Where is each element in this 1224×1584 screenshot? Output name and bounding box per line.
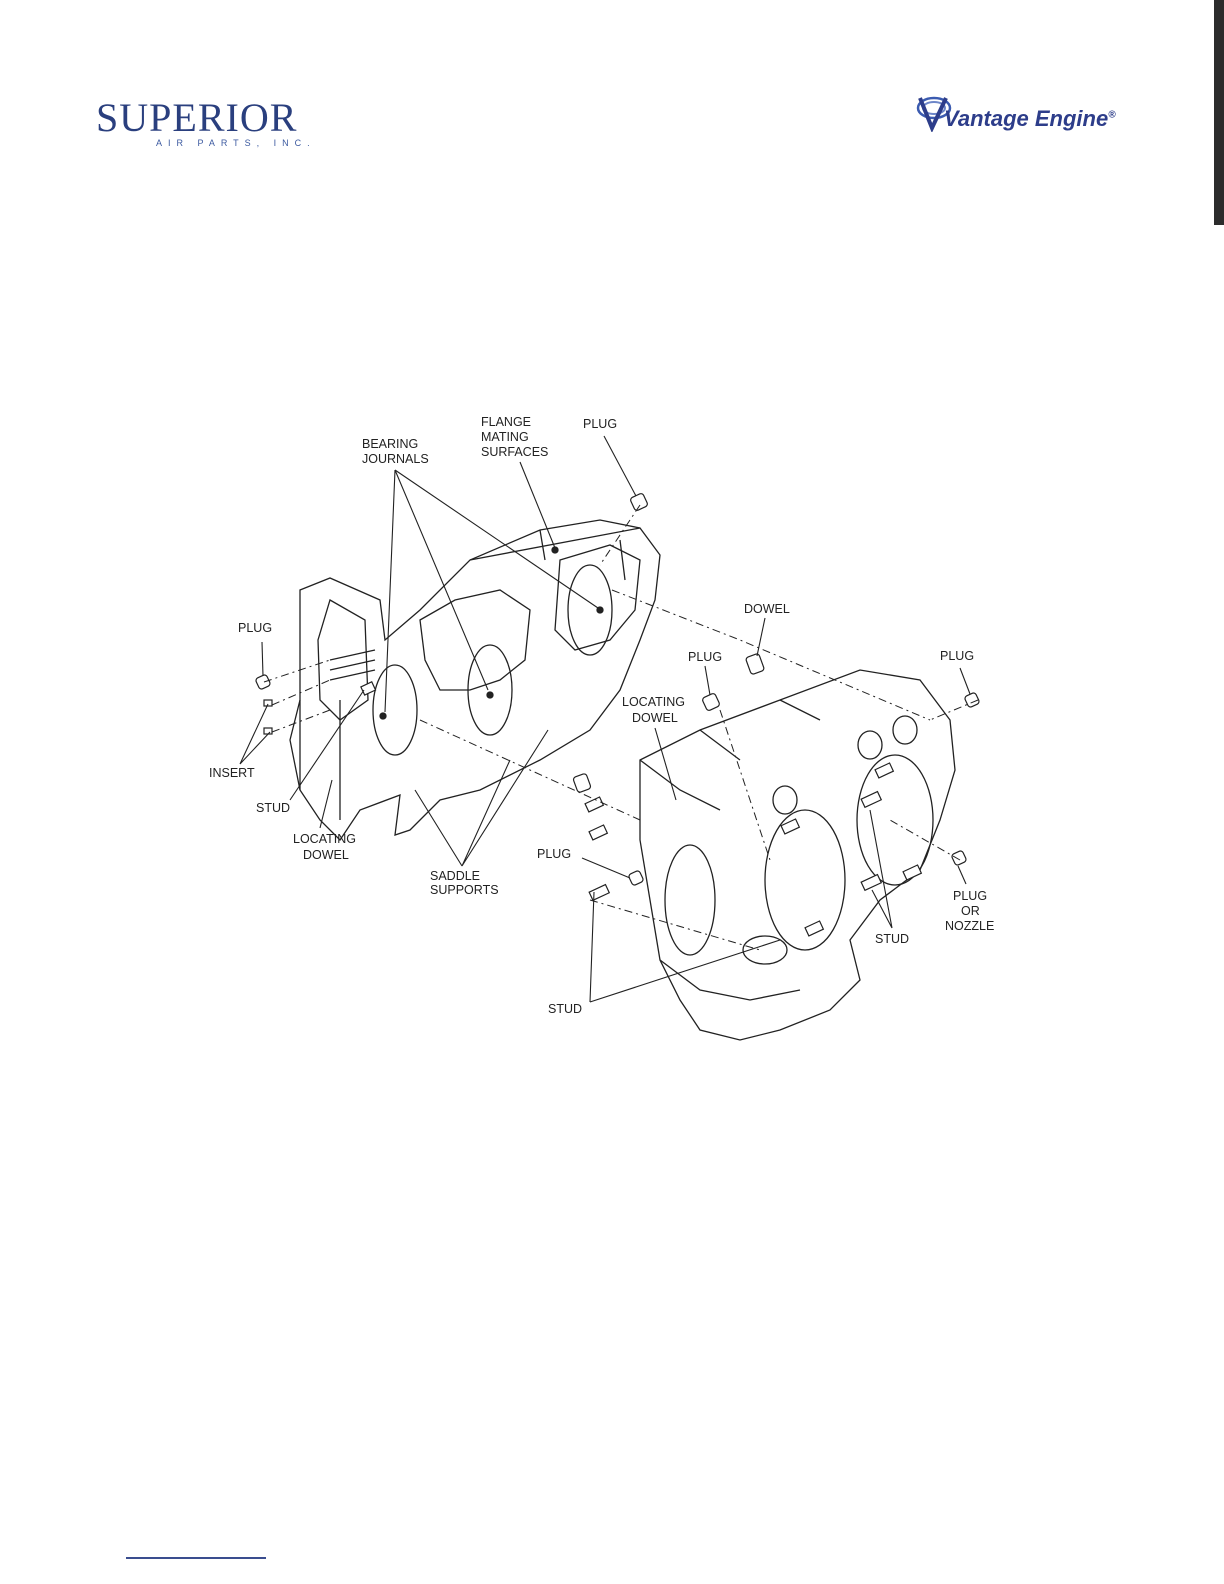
label-plug-lower: PLUG (537, 847, 571, 861)
label-locating-dowel-mid-1: LOCATING (622, 695, 685, 709)
label-bearing-journals-1: BEARING (362, 437, 418, 451)
label-locating-dowel-mid-2: DOWEL (632, 711, 678, 725)
label-saddle-2: SUPPORTS (430, 883, 499, 897)
stud-left-part (361, 682, 376, 695)
label-stud-right: STUD (875, 932, 909, 946)
stud-part-1 (585, 797, 603, 812)
label-plug-top: PLUG (583, 417, 617, 431)
label-flange-1: FLANGE (481, 415, 531, 429)
plug-mid-part (702, 693, 721, 712)
label-plug-nozzle-3: NOZZLE (945, 919, 994, 933)
label-insert: INSERT (209, 766, 255, 780)
label-plug-left: PLUG (238, 621, 272, 635)
stud-part-4 (861, 792, 881, 808)
locating-dowel-part (573, 773, 592, 793)
label-stud-left: STUD (256, 801, 290, 815)
plug-left-part (255, 674, 271, 690)
insert-part-2 (264, 728, 272, 734)
label-flange-3: SURFACES (481, 445, 548, 459)
label-plug-nozzle-1: PLUG (953, 889, 987, 903)
stud-part-2 (589, 825, 607, 840)
label-plug-nozzle-2: OR (961, 904, 980, 918)
stud-part-8 (903, 865, 921, 880)
plug-nozzle-part (951, 850, 967, 866)
left-crankcase-half (290, 520, 660, 840)
right-crankcase-half (640, 670, 955, 1040)
label-stud-bottom: STUD (548, 1002, 582, 1016)
stud-part-5 (861, 875, 881, 891)
label-plug-mid: PLUG (688, 650, 722, 664)
dowel-part (745, 653, 764, 675)
stud-part-9 (805, 921, 823, 936)
label-bearing-journals-2: JOURNALS (362, 452, 429, 466)
small-parts (255, 493, 980, 936)
label-plug-right: PLUG (940, 649, 974, 663)
label-dowel: DOWEL (744, 602, 790, 616)
label-saddle-1: SADDLE (430, 869, 480, 883)
plug-top-part (630, 493, 649, 512)
label-locating-dowel-left-2: DOWEL (303, 848, 349, 862)
footer-rule (126, 1557, 266, 1559)
plug-lower-part (628, 870, 644, 886)
label-locating-dowel-left-1: LOCATING (293, 832, 356, 846)
stud-part-3 (589, 885, 609, 901)
label-flange-2: MATING (481, 430, 529, 444)
stud-part-6 (875, 763, 893, 778)
